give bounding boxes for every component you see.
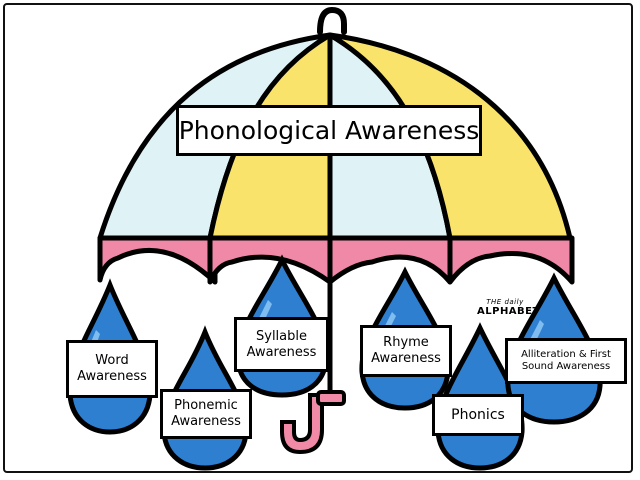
drop-label-phonics: Phonics [432,394,524,436]
drop-label-line: Phonemic [174,398,238,414]
drop-label-line: Rhyme [383,335,429,351]
drop-label-line: Awareness [371,351,441,366]
trim-scallop-1 [97,235,218,285]
drop-label-line: Awareness [171,414,241,429]
drop-label-line: Word [95,353,129,369]
drop-label-line: Syllable [256,328,307,344]
drop-label-word-awareness: Word Awareness [66,340,158,398]
page-title: Phonological Awareness [176,105,482,156]
drop-label-rhyme-awareness: Rhyme Awareness [360,325,452,377]
logo-line-1: THE daily [486,298,524,306]
handle-collar [316,390,346,406]
umbrella-top-hook [317,6,347,35]
trim-scallop-2 [207,235,333,285]
logo-line-2: ALPHABET [477,306,540,317]
drop-label-line: Sound Awareness [521,361,611,372]
title-text: Phonological Awareness [178,115,480,145]
drop-label-line: Awareness [246,344,317,360]
drop-label-alliteration-first-sound: Alliteration & First Sound Awareness [505,338,627,384]
page-border [3,3,633,473]
drop-label-syllable-awareness: Syllable Awareness [234,317,329,372]
trim-scallop-3 [327,235,453,285]
drop-label-line: Alliteration & First [521,349,611,360]
trim-scallop-4 [447,235,575,285]
drop-label-phonemic-awareness: Phonemic Awareness [160,389,252,439]
drop-label-line: Phonics [451,406,505,423]
umbrella-handle [280,393,324,455]
brand-logo: THE daily ALPHABET [477,298,540,317]
drop-label-line: Awareness [77,369,147,384]
